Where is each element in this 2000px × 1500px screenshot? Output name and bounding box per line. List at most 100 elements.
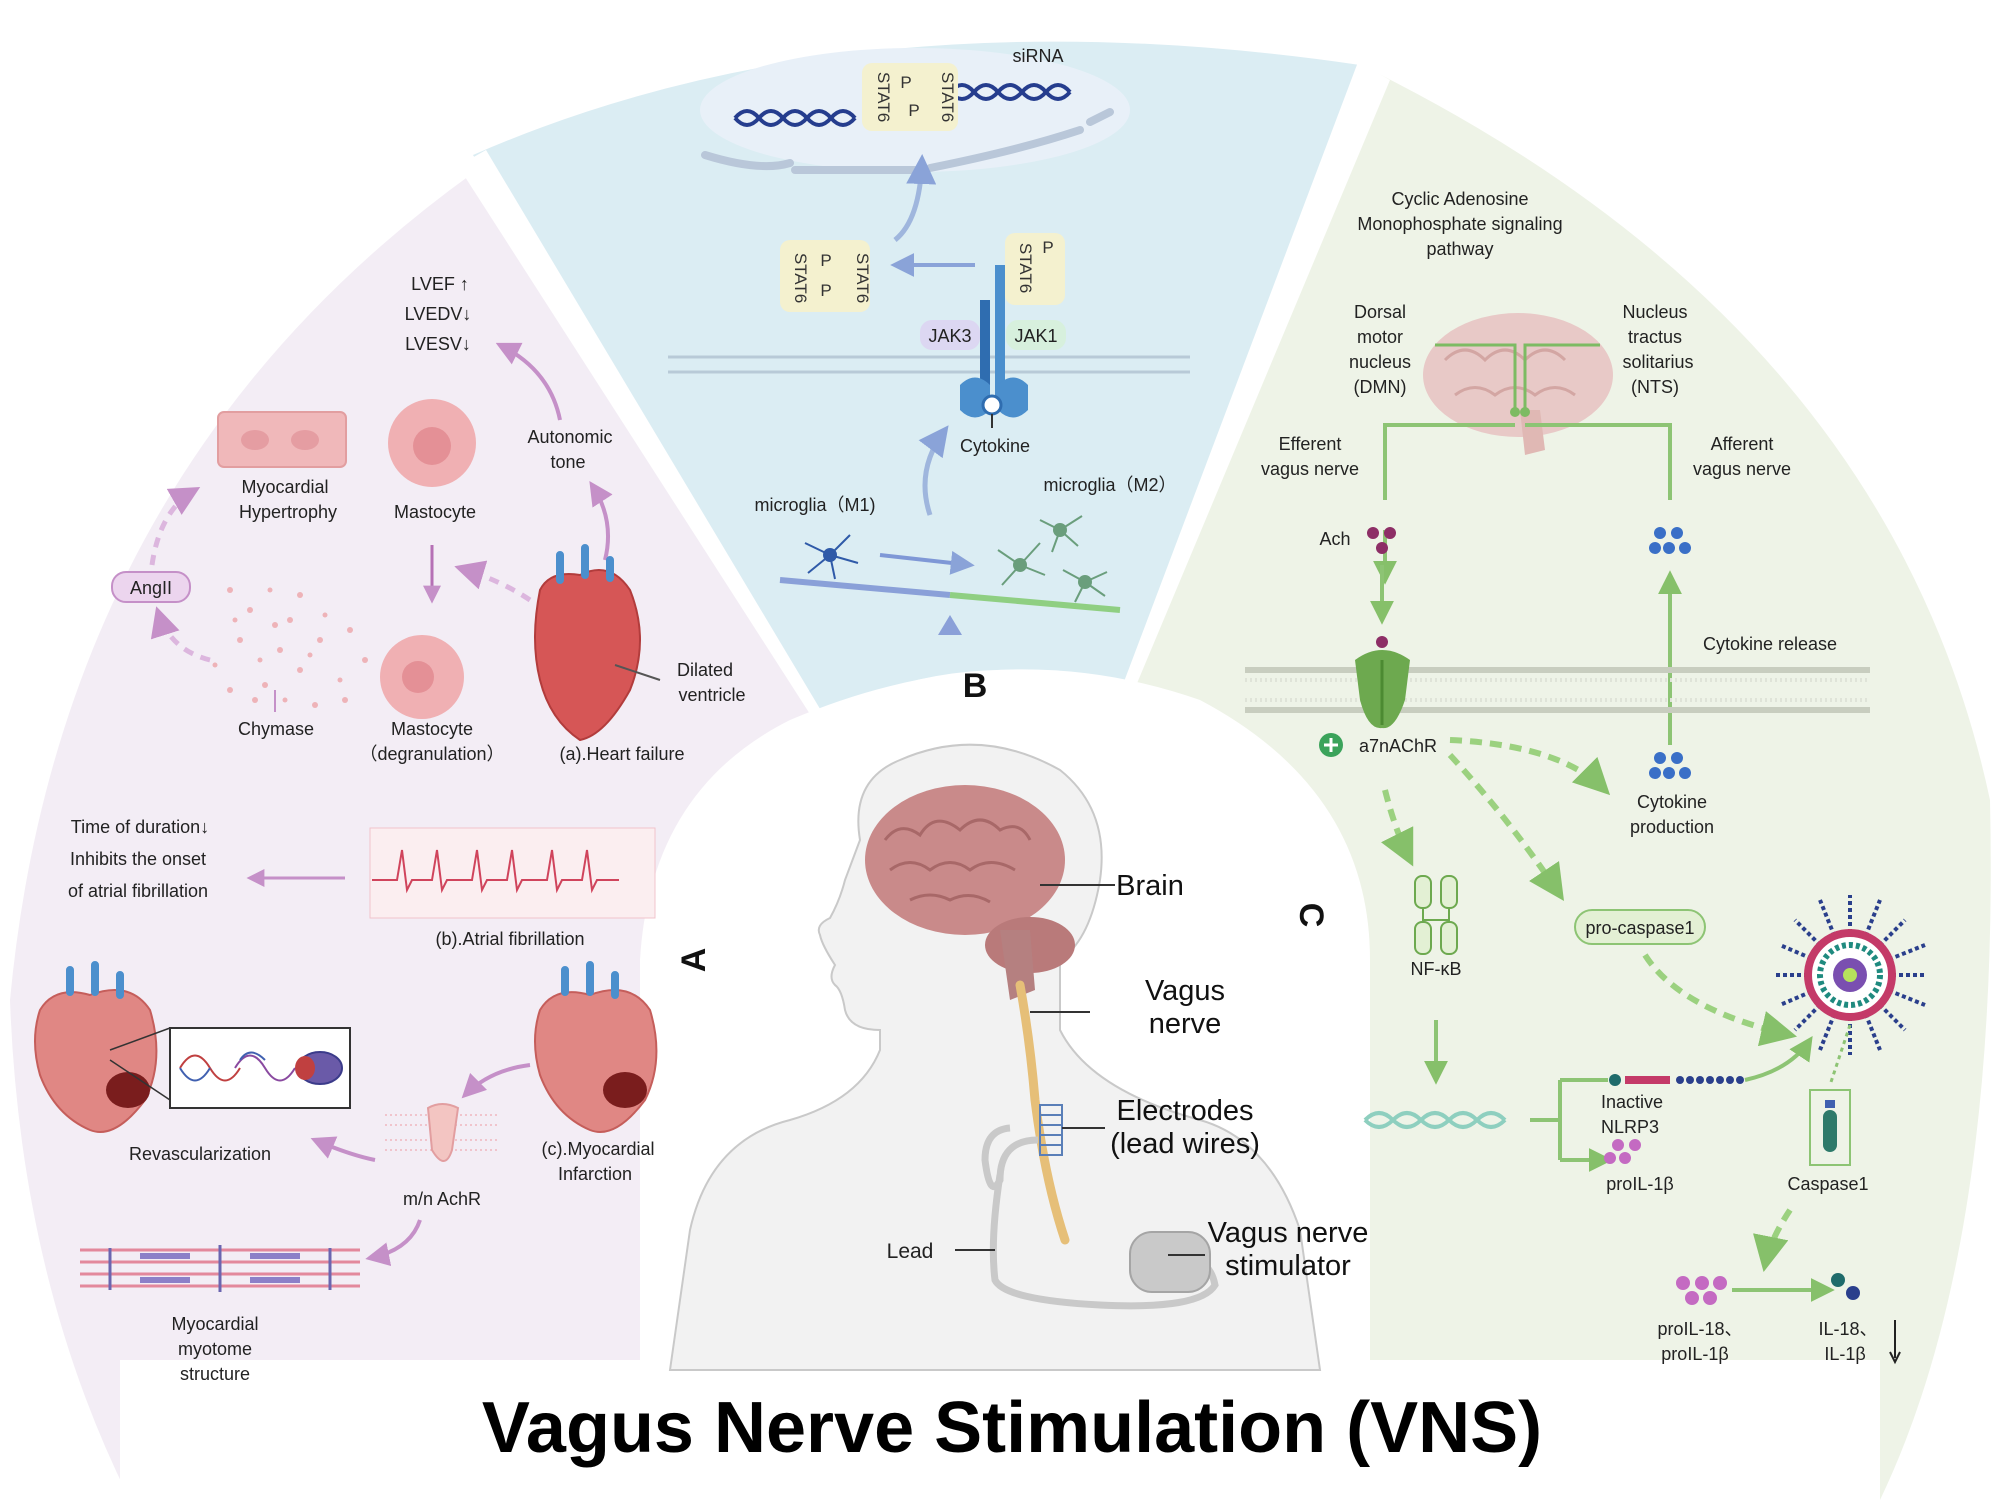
cell-membrane-c bbox=[1245, 667, 1870, 713]
cytokine-release-label: Cytokine release bbox=[1703, 634, 1837, 654]
c-dna-image bbox=[1363, 1111, 1507, 1129]
ach-label: Ach bbox=[1319, 529, 1350, 549]
receptor-chain-2 bbox=[995, 265, 1005, 405]
mi-vessels bbox=[561, 961, 619, 999]
jak1-label: JAK1 bbox=[1014, 326, 1057, 346]
receptor-stat6 bbox=[1005, 233, 1065, 305]
ach-bound bbox=[1376, 636, 1388, 648]
brainstem bbox=[1000, 930, 1035, 1000]
arrow-to-nucleus bbox=[893, 154, 937, 242]
center-figure: Brain Vagus nerve Electrodes (lead wires… bbox=[668, 743, 1369, 1371]
arrow-to-production bbox=[1449, 737, 1611, 796]
vagal-loop bbox=[1383, 423, 1672, 500]
mi-infarct bbox=[603, 1072, 647, 1108]
jak3-label: JAK3 bbox=[928, 326, 971, 346]
degranulation-label-line2: （degranulation） bbox=[359, 744, 504, 764]
sirna-label: siRNA bbox=[1012, 46, 1063, 66]
arrow-procasp-to-inflammasome bbox=[1642, 953, 1798, 1047]
ecg-strip bbox=[369, 827, 656, 919]
inflammasome-to-caspase bbox=[1828, 1024, 1852, 1086]
membrane-texture bbox=[1245, 678, 1870, 702]
nts-dot bbox=[1520, 407, 1530, 417]
hypertrophy-nucleus-2 bbox=[291, 430, 319, 450]
chymase-dots bbox=[212, 587, 368, 708]
dmn-label-line2: motor bbox=[1357, 327, 1403, 347]
myotome-label-line1: Myocardial bbox=[171, 1314, 258, 1334]
angii-badge bbox=[111, 571, 191, 603]
af-label: (b).Atrial fibrillation bbox=[435, 929, 584, 949]
arrow-to-cytokine bbox=[918, 425, 949, 516]
ecg-trace bbox=[372, 849, 619, 894]
efferent-label-line1: Efferent bbox=[1279, 434, 1342, 454]
il-down-arrow-head bbox=[1889, 1351, 1901, 1365]
panel-a: LVEF ↑ LVEDV↓ LVESV↓ Autonomic tone Myoc… bbox=[34, 274, 746, 1384]
heart-failure-vessels bbox=[556, 544, 614, 584]
myotome-label-line2: myotome bbox=[178, 1339, 252, 1359]
dmn-dot bbox=[1510, 407, 1520, 417]
procasp-badge bbox=[1574, 909, 1706, 945]
proil1b-label: proIL-1β bbox=[1606, 1174, 1673, 1194]
dna-right bbox=[948, 83, 1072, 101]
caspase1-image bbox=[1823, 1110, 1837, 1152]
myotome-label-line3: structure bbox=[180, 1364, 250, 1384]
section-b-label: B bbox=[963, 667, 988, 705]
arrow-to-nfkb bbox=[1381, 789, 1414, 867]
arrow-achr-to-myotome bbox=[365, 1219, 422, 1266]
cyto-p2: P bbox=[820, 281, 831, 300]
vagus-label-line1: Vagus bbox=[1145, 975, 1225, 1007]
inflammasome-image bbox=[1775, 895, 1926, 1055]
revasc-capillaries bbox=[179, 1051, 343, 1085]
c-brain-image bbox=[1423, 313, 1613, 437]
mastocyte-label: Mastocyte bbox=[394, 502, 476, 522]
electrodes-label-line1: Electrodes bbox=[1116, 1095, 1253, 1127]
nts-label-line3: solitarius bbox=[1622, 352, 1693, 372]
panel-b-background bbox=[473, 41, 1360, 1010]
camp-label-line1: Cyclic Adenosine bbox=[1391, 189, 1528, 209]
a7-plus-glyph bbox=[1324, 738, 1338, 752]
camp-label-line2: Monophosphate signaling bbox=[1357, 214, 1562, 234]
jak3-badge bbox=[920, 320, 980, 350]
dna-left bbox=[733, 109, 857, 127]
hypertrophy-cell-image bbox=[217, 411, 347, 468]
nuclear-stat6-right: STAT6 bbox=[938, 72, 957, 122]
nlrp3-chain bbox=[1676, 1076, 1744, 1084]
m2-microglia-image bbox=[997, 515, 1108, 603]
caspase1-label: Caspase1 bbox=[1787, 1174, 1868, 1194]
nts-label-line2: tractus bbox=[1628, 327, 1682, 347]
seesaw-bar-right bbox=[949, 592, 1121, 613]
autonomic-label-line2: tone bbox=[550, 452, 585, 472]
nfkb-label: NF-κB bbox=[1411, 959, 1462, 979]
dmn-label-line1: Dorsal bbox=[1354, 302, 1406, 322]
arrow-mi-to-achr bbox=[461, 1063, 531, 1099]
arrow-chymase-to-angii bbox=[150, 606, 211, 663]
production-label-line2: production bbox=[1630, 817, 1714, 837]
degranulation-nucleus bbox=[402, 661, 434, 693]
revasc-zoom-lines bbox=[109, 1027, 171, 1101]
mastocyte-nucleus bbox=[413, 427, 451, 465]
caspase1-box bbox=[1809, 1089, 1851, 1166]
revasc-vessels bbox=[66, 961, 124, 999]
arrow-nlrp3-to-inflammasome bbox=[1744, 1036, 1813, 1082]
panel-b: siRNA STAT6 STAT6 P P STAT6 STAT6 P P ST… bbox=[668, 46, 1190, 635]
receptor-chain-1 bbox=[980, 300, 990, 405]
vagus-label-line2: nerve bbox=[1149, 1008, 1222, 1040]
dilated-label-line2: ventricle bbox=[678, 685, 745, 705]
chymase-label: Chymase bbox=[238, 719, 314, 739]
angii-label: AngII bbox=[130, 578, 172, 598]
m1-label: microglia（M1) bbox=[754, 495, 875, 515]
dmn-label-line4: (DMN) bbox=[1354, 377, 1407, 397]
efferent-label-line2: vagus nerve bbox=[1261, 459, 1359, 479]
afferent-label-line1: Afferent bbox=[1711, 434, 1774, 454]
autonomic-label-line1: Autonomic bbox=[527, 427, 612, 447]
proil18-label-line1: proIL-18、 bbox=[1657, 1319, 1742, 1339]
myotome-image bbox=[80, 1245, 360, 1292]
lvesv-label: LVESV↓ bbox=[405, 334, 471, 354]
afferent-label-line2: vagus nerve bbox=[1693, 459, 1791, 479]
lvef-label: LVEF ↑ bbox=[411, 274, 469, 294]
receptor-base-image bbox=[960, 377, 1028, 418]
arrow-achr-to-revasc bbox=[310, 1136, 376, 1162]
dna-branch bbox=[1530, 1078, 1600, 1162]
heart-failure-label: (a).Heart failure bbox=[559, 744, 684, 764]
stimulator-label-line1: Vagus nerve bbox=[1208, 1217, 1369, 1249]
